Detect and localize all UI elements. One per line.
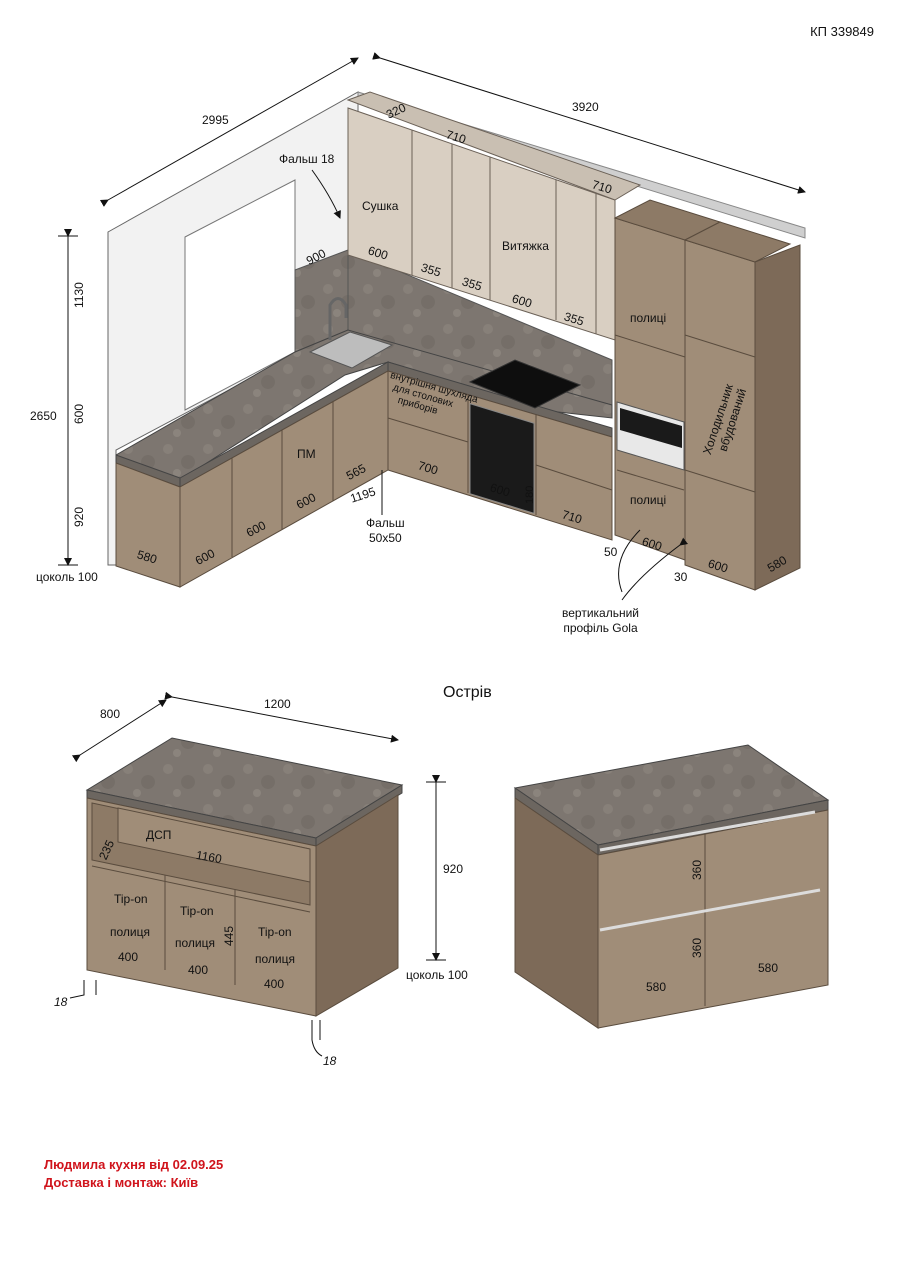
island-left-side bbox=[315, 794, 399, 1017]
island-h445: 445 bbox=[222, 925, 236, 946]
island-right-w580b: 580 bbox=[758, 961, 779, 975]
dim-upper-height: 1130 bbox=[72, 282, 86, 308]
island-title: Острів bbox=[443, 684, 492, 701]
island-chipboard-label: ДСП bbox=[146, 828, 172, 842]
island-right-w580a: 580 bbox=[646, 980, 667, 994]
shelves-bottom-label: полиці bbox=[630, 493, 667, 507]
plinth-label: цоколь 100 bbox=[36, 570, 98, 584]
tall-cabinet-1 bbox=[614, 217, 686, 561]
false-corner-line-1: Фальш bbox=[366, 516, 405, 530]
document-code: КП 339849 bbox=[810, 24, 874, 39]
island-w3: 400 bbox=[264, 977, 285, 991]
shelf-1: полиця bbox=[110, 925, 150, 939]
shelf-2: полиця bbox=[175, 936, 215, 950]
island-right-front bbox=[597, 809, 829, 1029]
island-thickness-a: 18 bbox=[54, 995, 68, 1009]
hob bbox=[468, 359, 582, 409]
dim-base-180: 180 bbox=[524, 485, 536, 504]
island-plinth: цоколь 100 bbox=[406, 968, 468, 982]
dim-base-50: 50 bbox=[604, 545, 618, 559]
shelf-3: полиця bbox=[255, 952, 295, 966]
dim-left-wall: 2995 bbox=[202, 113, 229, 127]
dim-base-height: 920 bbox=[72, 506, 86, 527]
island-width: 1200 bbox=[264, 697, 291, 711]
false-corner-line-2: 50х50 bbox=[368, 531, 402, 545]
gola-label: вертикальний профіль Gola bbox=[562, 606, 639, 636]
false-panel-label: Фальш 18 bbox=[279, 152, 335, 166]
dim-splash-height: 600 bbox=[72, 403, 86, 424]
gola-line-2: профіль Gola bbox=[563, 621, 638, 635]
dim-back-wall: 3920 bbox=[572, 100, 599, 114]
island-right-h360b: 360 bbox=[690, 937, 704, 958]
dishwasher-label: ПМ bbox=[297, 447, 316, 461]
tipon-2: Tip-on bbox=[180, 904, 214, 918]
footer-line-1: Людмила кухня від 02.09.25 bbox=[44, 1157, 224, 1172]
tipon-1: Tip-on bbox=[114, 892, 148, 906]
island-w2: 400 bbox=[188, 963, 209, 977]
shelves-top-label: полиці bbox=[630, 311, 667, 325]
hood-label: Витяжка bbox=[502, 239, 549, 253]
island-height: 920 bbox=[443, 862, 464, 876]
gola-line-1: вертикальний bbox=[562, 606, 639, 620]
tipon-3: Tip-on bbox=[258, 925, 292, 939]
oven bbox=[469, 403, 535, 514]
island-right-h360a: 360 bbox=[690, 859, 704, 880]
island-thickness-b: 18 bbox=[323, 1054, 337, 1068]
dryer-label: Сушка bbox=[362, 199, 399, 213]
dim-total-height: 2650 bbox=[30, 409, 57, 423]
footer-line-2: Доставка і монтаж: Київ bbox=[44, 1175, 199, 1190]
dim-base-30: 30 bbox=[674, 570, 688, 584]
tall-side bbox=[754, 244, 801, 591]
sink bbox=[308, 331, 394, 369]
false-corner-label: Фальш 50х50 bbox=[366, 516, 405, 546]
island-w1: 400 bbox=[118, 950, 139, 964]
island-depth: 800 bbox=[100, 707, 121, 721]
